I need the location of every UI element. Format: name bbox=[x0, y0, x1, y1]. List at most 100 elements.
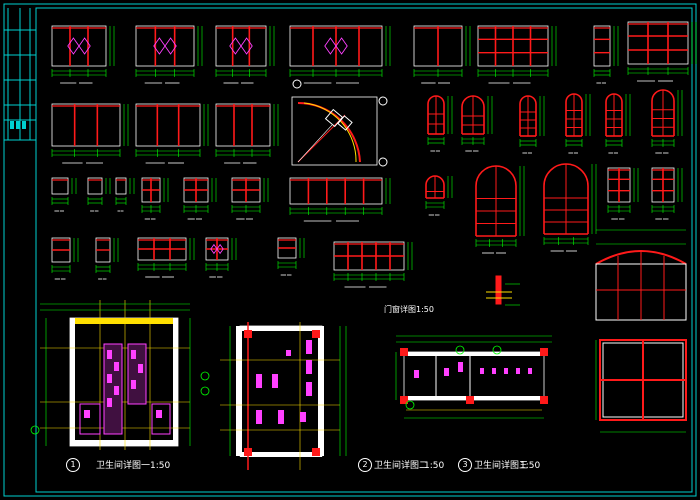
elevation-35 bbox=[651, 167, 675, 203]
axis-bubbles-plans bbox=[30, 345, 502, 435]
dimension-26 bbox=[461, 96, 493, 145]
elevation-30 bbox=[651, 89, 675, 137]
dimension-11 bbox=[215, 104, 279, 157]
elevation-27 bbox=[519, 95, 537, 137]
plan-3-title: 卫生间详图三 bbox=[474, 461, 529, 471]
dimension-10 bbox=[135, 104, 209, 157]
plan-2-title: 卫生间详图二 bbox=[374, 461, 429, 471]
elevation-28 bbox=[565, 93, 583, 137]
elevation-1 bbox=[51, 25, 107, 67]
corner-window-axis-bubbles bbox=[292, 79, 388, 167]
elevation-3 bbox=[215, 25, 267, 67]
elevation-10 bbox=[135, 103, 201, 147]
dimension-31 bbox=[425, 176, 453, 209]
dimension-34 bbox=[607, 168, 639, 213]
elevation-34 bbox=[607, 167, 631, 203]
elevation-16 bbox=[183, 177, 209, 203]
dimension-9 bbox=[51, 104, 129, 157]
bathroom-plan-2-columns bbox=[244, 330, 320, 456]
elevation-11 bbox=[215, 103, 271, 147]
dimension-13 bbox=[87, 178, 111, 205]
bathroom-plan-2-fixtures bbox=[256, 340, 312, 424]
elevation-7 bbox=[593, 25, 611, 67]
elevation-26 bbox=[461, 95, 485, 135]
dimension-35 bbox=[651, 168, 683, 213]
dimension-27 bbox=[519, 96, 545, 147]
dimension-29 bbox=[605, 94, 631, 147]
elevation-2 bbox=[135, 25, 195, 67]
dimension-6 bbox=[477, 26, 557, 77]
elevation-20 bbox=[95, 237, 111, 263]
dimension-14 bbox=[115, 178, 135, 205]
dimension-16 bbox=[183, 178, 217, 213]
dimension-12 bbox=[51, 178, 77, 205]
elevation-32 bbox=[475, 165, 517, 237]
dimension-lines bbox=[51, 22, 697, 288]
elevation-29 bbox=[605, 93, 623, 137]
elevation-13 bbox=[87, 177, 103, 195]
dimension-7 bbox=[593, 26, 619, 77]
dimension-19 bbox=[51, 238, 79, 273]
dimension-4 bbox=[289, 26, 391, 77]
dimension-5 bbox=[413, 26, 471, 77]
elevation-5 bbox=[413, 25, 463, 67]
plan-2-scale: 1:50 bbox=[424, 461, 445, 471]
plan-1-title: 卫生间详图一 bbox=[96, 461, 151, 471]
dimension-24 bbox=[333, 242, 413, 281]
door-window-detail-scale: 1:50 bbox=[416, 305, 434, 314]
elevation-23 bbox=[277, 237, 297, 259]
elevation-8 bbox=[627, 21, 689, 65]
dimension-33 bbox=[543, 164, 597, 245]
elevation-9 bbox=[51, 103, 121, 147]
elevation-18 bbox=[289, 177, 383, 205]
dimension-15 bbox=[141, 178, 169, 213]
plan-3-callout: 3 bbox=[458, 458, 472, 472]
arched-window-large bbox=[595, 229, 687, 321]
bathroom-plan-3-columns bbox=[400, 348, 548, 404]
four-pane-window-large bbox=[595, 339, 687, 433]
dimension-28 bbox=[565, 94, 591, 147]
wall-section-detail bbox=[486, 275, 520, 306]
plan-1-callout: 1 bbox=[66, 458, 80, 472]
dimension-32 bbox=[475, 166, 525, 247]
dimension-25 bbox=[427, 96, 453, 145]
bathroom-plan-1-fixtures bbox=[84, 350, 162, 418]
plan-3-scale: 1:50 bbox=[520, 461, 541, 471]
elevation-24 bbox=[333, 241, 405, 271]
window-door-elevations bbox=[51, 21, 689, 271]
dimension-1 bbox=[51, 26, 115, 77]
dimension-30 bbox=[651, 90, 683, 147]
elevation-19 bbox=[51, 237, 71, 263]
dimension-2 bbox=[135, 26, 203, 77]
elevation-31 bbox=[425, 175, 445, 199]
elevation-15 bbox=[141, 177, 161, 203]
elevation-25 bbox=[427, 95, 445, 135]
bathroom-plan-2 bbox=[220, 322, 347, 470]
bathroom-plan-3-fixtures bbox=[414, 362, 532, 378]
plan-1-scale: 1:50 bbox=[150, 461, 171, 471]
elevation-17 bbox=[231, 177, 261, 203]
dimension-23 bbox=[277, 238, 305, 269]
dimension-3 bbox=[215, 26, 275, 77]
door-window-detail-title: 门窗详图 bbox=[384, 305, 416, 314]
dimension-22 bbox=[205, 238, 237, 271]
plan-2-callout: 2 bbox=[358, 458, 372, 472]
bathroom-plan-1 bbox=[40, 300, 191, 450]
dimension-8 bbox=[627, 22, 697, 75]
elevation-14 bbox=[115, 177, 127, 195]
elevation-6 bbox=[477, 25, 549, 67]
dimension-20 bbox=[95, 238, 119, 273]
title-block-marks bbox=[10, 121, 26, 129]
elevation-22 bbox=[205, 237, 229, 261]
elevation-4 bbox=[289, 25, 383, 67]
dimension-17 bbox=[231, 178, 269, 213]
bathroom-plan-3 bbox=[395, 335, 552, 419]
elevation-12 bbox=[51, 177, 69, 195]
dimension-18 bbox=[289, 178, 391, 215]
elevation-33 bbox=[543, 163, 589, 235]
dimension-21 bbox=[137, 238, 195, 271]
corner-window-plan bbox=[291, 96, 378, 166]
elevation-21 bbox=[137, 237, 187, 261]
sheet-frame bbox=[3, 3, 697, 497]
